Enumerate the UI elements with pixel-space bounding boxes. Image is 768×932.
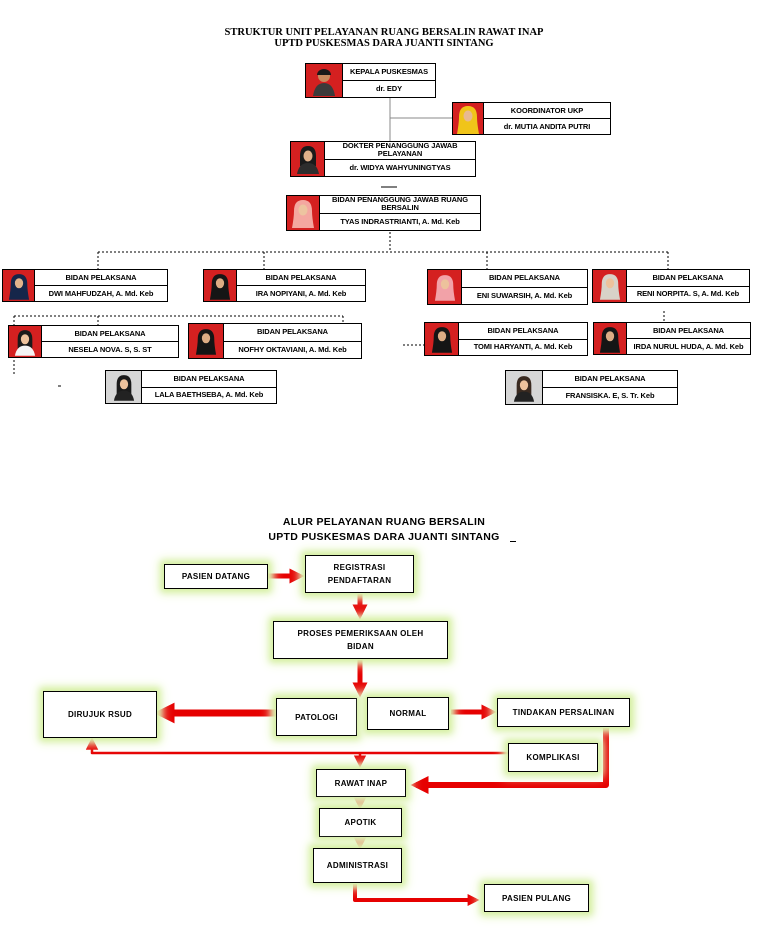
role-kepala: KEPALA PUSKESMAS: [343, 64, 435, 81]
role-pelaksana: BIDAN PELAKSANA: [459, 323, 587, 340]
org-title-line2: UPTD PUSKESMAS DARA JUANTI SINTANG: [274, 38, 494, 49]
name-pelaksana: NESELA NOVA. S, S. ST: [68, 344, 152, 354]
role-dokter: DOKTER PENANGGUNG JAWAB PELAYANAN: [325, 142, 475, 160]
role-koordinator: KOORDINATOR UKP: [484, 103, 610, 119]
photo-pelaksana: [506, 371, 543, 404]
photo-pelaksana: [425, 323, 459, 355]
photo-kepala: [306, 64, 343, 97]
box-tindakan-persalinan: TINDAKAN PERSALINAN: [497, 698, 630, 727]
person-icon: [457, 105, 479, 134]
card-dokter: DOKTER PENANGGUNG JAWAB PELAYANAN dr. WID…: [290, 141, 476, 177]
person-icon: [209, 273, 231, 300]
person-icon: [14, 329, 36, 356]
name-pelaksana: NOFHY OKTAVIANI, A. Md. Keb: [238, 344, 347, 354]
person-icon: [513, 375, 535, 402]
name-pelaksana: IRA NOPIYANI, A. Md. Keb: [255, 288, 347, 298]
role-pelaksana: BIDAN PELAKSANA: [142, 371, 276, 388]
card-pelaksana: BIDAN PELAKSANA RENI NORPITA. S, A. Md. K…: [592, 269, 750, 303]
person-icon: [296, 146, 319, 174]
name-bidan-pj: TYAS INDRASTRIANTI, A. Md. Keb: [340, 216, 460, 226]
pemeriksaan-line2: BIDAN: [347, 642, 374, 651]
person-icon: [599, 326, 621, 353]
person-icon: [195, 329, 217, 355]
photo-pelaksana: [189, 324, 224, 358]
person-icon: [8, 273, 29, 300]
photo-pelaksana: [106, 371, 142, 403]
name-pelaksana: DWI MAHFUDZAH, A. Md. Keb: [48, 288, 154, 298]
box-administrasi: ADMINISTRASI: [313, 848, 402, 883]
box-registrasi: REGISTRASI PENDAFTARAN: [305, 555, 414, 593]
registrasi-line1: REGISTRASI: [333, 563, 386, 572]
box-pasien-datang: PASIEN DATANG: [164, 564, 268, 589]
name-pelaksana: TOMI HARYANTI, A. Md. Keb: [473, 342, 573, 352]
role-pelaksana: BIDAN PELAKSANA: [627, 323, 750, 339]
box-pemeriksaan: PROSES PEMERIKSAAN OLEH BIDAN: [273, 621, 448, 659]
role-pelaksana: BIDAN PELAKSANA: [42, 326, 178, 342]
name-kepala: dr. EDY: [376, 84, 402, 93]
card-pelaksana: BIDAN PELAKSANA IRDA NURUL HUDA, A. Md. K…: [593, 322, 751, 355]
role-pelaksana: BIDAN PELAKSANA: [35, 270, 167, 286]
box-apotik: APOTIK: [319, 808, 402, 837]
role-pelaksana: BIDAN PELAKSANA: [237, 270, 365, 286]
person-icon: [431, 327, 452, 353]
person-icon: [113, 375, 134, 401]
person-icon: [292, 200, 314, 228]
name-pelaksana: IRDA NURUL HUDA, A. Md. Keb: [633, 341, 744, 351]
card-koordinator: KOORDINATOR UKP dr. MUTIA ANDITA PUTRI: [452, 102, 611, 135]
pemeriksaan-line1: PROSES PEMERIKSAAN OLEH: [297, 629, 424, 638]
box-dirujuk-rsud: DIRUJUK RSUD: [43, 691, 157, 738]
card-bidan-pj: BIDAN PENANGGUNG JAWAB RUANG BERSALIN TYA…: [286, 195, 481, 231]
card-pelaksana: BIDAN PELAKSANA DWI MAHFUDZAH, A. Md. Keb: [2, 269, 168, 302]
card-pelaksana: BIDAN PELAKSANA IRA NOPIYANI, A. Md. Keb: [203, 269, 366, 302]
name-dokter: dr. WIDYA WAHYUNINGTYAS: [349, 162, 451, 172]
card-pelaksana: BIDAN PELAKSANA LALA BAETHSEBA, A. Md. Ke…: [105, 370, 277, 404]
person-icon: [599, 274, 620, 300]
photo-pelaksana: [9, 326, 42, 357]
photo-dokter: [291, 142, 325, 176]
role-pelaksana: BIDAN PELAKSANA: [224, 324, 361, 342]
photo-pelaksana: [593, 270, 627, 302]
box-patologi: PATOLOGI: [276, 698, 357, 736]
card-pelaksana: BIDAN PELAKSANA TOMI HARYANTI, A. Md. Keb: [424, 322, 588, 356]
box-komplikasi: KOMPLIKASI: [508, 743, 598, 772]
photo-pelaksana: [428, 270, 462, 304]
name-koordinator: dr. MUTIA ANDITA PUTRI: [503, 121, 591, 131]
role-pelaksana: BIDAN PELAKSANA: [627, 270, 749, 287]
card-pelaksana: BIDAN PELAKSANA ENI SUWARSIH, A. Md. Keb: [427, 269, 588, 305]
box-rawat-inap: RAWAT INAP: [316, 769, 406, 797]
role-bidan-pj: BIDAN PENANGGUNG JAWAB RUANG BERSALIN: [320, 196, 480, 214]
photo-koordinator: [453, 103, 484, 134]
card-pelaksana: BIDAN PELAKSANA FRANSISKA. E, S. Tr. Keb: [505, 370, 678, 405]
box-normal: NORMAL: [367, 697, 449, 730]
name-pelaksana: RENI NORPITA. S, A. Md. Keb: [636, 289, 740, 299]
name-pelaksana: FRANSISKA. E, S. Tr. Keb: [565, 391, 655, 400]
flow-title-line1: ALUR PELAYANAN RUANG BERSALIN: [282, 516, 486, 528]
person-icon: [313, 68, 335, 96]
role-pelaksana: BIDAN PELAKSANA: [462, 270, 587, 288]
name-pelaksana: ENI SUWARSIH, A. Md. Keb: [476, 290, 573, 300]
org-title-line1: STRUKTUR UNIT PELAYANAN RUANG BERSALIN R…: [224, 27, 544, 38]
photo-pelaksana: [3, 270, 35, 301]
card-pelaksana: BIDAN PELAKSANA NOFHY OKTAVIANI, A. Md. K…: [188, 323, 362, 359]
flow-title-line2: UPTD PUSKESMAS DARA JUANTI SINTANG: [268, 531, 500, 543]
card-kepala: KEPALA PUSKESMAS dr. EDY: [305, 63, 436, 98]
name-pelaksana: LALA BAETHSEBA, A. Md. Keb: [154, 390, 264, 400]
person-icon: [434, 275, 455, 301]
registrasi-line2: PENDAFTARAN: [327, 576, 392, 585]
box-pasien-pulang: PASIEN PULANG: [484, 884, 589, 912]
card-pelaksana: BIDAN PELAKSANA NESELA NOVA. S, S. ST: [8, 325, 179, 358]
photo-bidan-pj: [287, 196, 320, 230]
photo-pelaksana: [594, 323, 627, 354]
title-underline: [510, 541, 516, 542]
role-pelaksana: BIDAN PELAKSANA: [543, 371, 677, 388]
photo-pelaksana: [204, 270, 237, 301]
